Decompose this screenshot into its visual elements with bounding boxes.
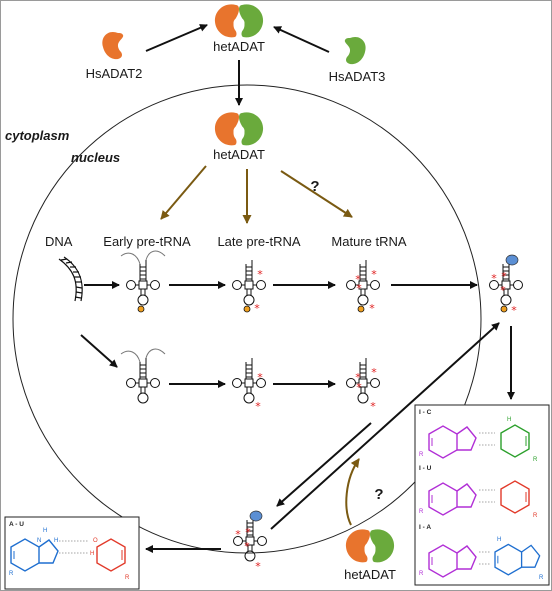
hsadat2-label: HsADAT2: [86, 66, 143, 81]
arrow-lower-export: [276, 422, 372, 507]
arrow-hetadat-cytoplasm: [345, 458, 360, 526]
question-mark-cytoplasm: ?: [374, 486, 383, 503]
nucleus-membrane: [12, 84, 482, 554]
cytoplasmic-trna-top-icon: [489, 254, 523, 317]
au-u-atom-r: R: [125, 575, 130, 581]
ia-a-atom-h: H: [497, 537, 501, 543]
question-mark-nucleus: ?: [310, 178, 319, 195]
arrow-dna-to-lower: [80, 334, 118, 368]
arrow-hsadat2-to-hetadat: [145, 24, 208, 52]
au-a-atom-n: N: [37, 538, 41, 544]
lower-mature-trna-icon: [346, 357, 380, 413]
iu-title: I - U: [419, 465, 432, 472]
ia-i-atom-r: R: [419, 571, 424, 577]
au-u-atom-o: O: [93, 538, 98, 544]
au-pairing-inset: A - U N H H R O H R: [4, 516, 140, 590]
iu-u-atom-r: R: [533, 513, 538, 519]
au-a-atom-h: H: [43, 528, 47, 534]
ic-i-atom-r: R: [419, 452, 424, 458]
au-title: A - U: [9, 521, 24, 528]
mature-trna-icon: [346, 259, 380, 315]
hetadat-top-icon: [214, 4, 264, 38]
hetadat-top-label: hetADAT: [213, 39, 265, 54]
ic-title: I - C: [419, 409, 432, 416]
inosine-pairing-inset: I - C I - U I - A R H R R R R H R: [414, 404, 550, 586]
early-pretrna-label: Early pre-tRNA: [103, 234, 191, 249]
ia-a-atom-r: R: [539, 575, 544, 581]
dna-label: DNA: [45, 234, 73, 249]
ic-c-atom-r: R: [533, 457, 538, 463]
arrow-bottom-to-top-trna: [270, 322, 500, 530]
mature-trna-label: Mature tRNA: [331, 234, 406, 249]
hetadat-bottom-icon: [345, 529, 395, 563]
hsadat3-icon: [344, 36, 366, 65]
nucleus-label: nucleus: [71, 150, 120, 165]
au-a-atom-r: R: [9, 571, 14, 577]
hetadat-nucleus-label: hetADAT: [213, 147, 265, 162]
ia-title: I - A: [419, 524, 431, 531]
lower-late-pretrna-icon: [232, 357, 266, 413]
hetadat-bottom-label: hetADAT: [344, 567, 396, 582]
arrow-to-mature-trna: [280, 170, 353, 218]
dna-helix-icon: [58, 256, 83, 302]
arrow-hsadat3-to-hetadat: [273, 26, 330, 53]
cytoplasm-label: cytoplasm: [5, 128, 70, 143]
late-pretrna-icon: [232, 259, 266, 315]
hetadat-nucleus-icon: [214, 112, 264, 146]
hsadat3-label: HsADAT3: [329, 69, 386, 84]
iu-i-atom-r: R: [419, 509, 424, 515]
early-pretrna-icon: [120, 250, 166, 313]
arrow-to-early-pretrna: [160, 165, 207, 220]
hsadat2-icon: [102, 31, 124, 60]
cytoplasmic-trna-bottom-icon: [233, 510, 267, 573]
late-pretrna-label: Late pre-tRNA: [217, 234, 300, 249]
ic-c-atom-h: H: [507, 417, 511, 423]
au-u-atom-h: H: [90, 551, 94, 557]
lower-pretrna-icon: [120, 348, 166, 404]
au-a-atom-h2: H: [54, 538, 58, 544]
